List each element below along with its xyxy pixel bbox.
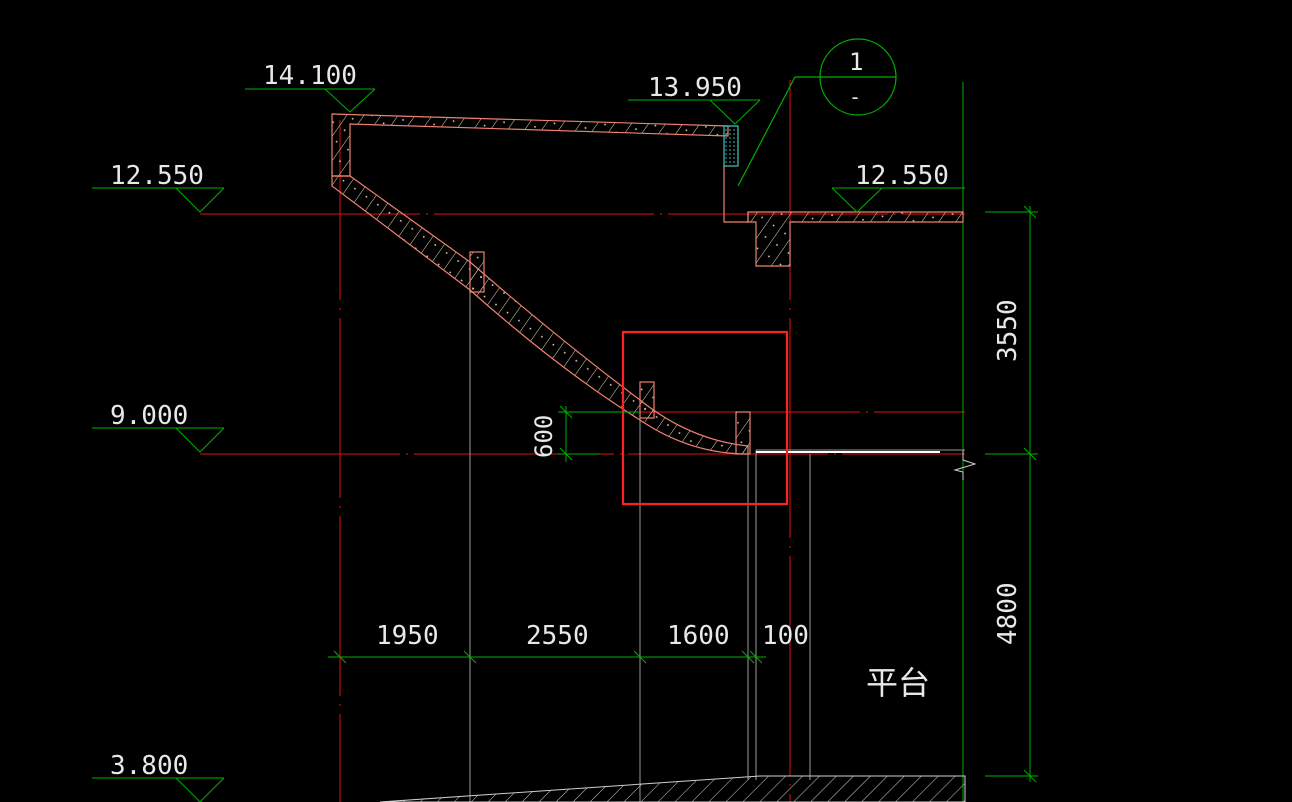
elevation-label-3800: 3.800	[110, 751, 188, 781]
elevation-label-12550-right: 12.550	[855, 161, 949, 191]
local-dimension-600	[558, 405, 640, 462]
floor-slab-right	[747, 211, 964, 267]
elevation-label-9000: 9.000	[110, 401, 188, 431]
dimension-label-100: 100	[762, 621, 809, 651]
highlight-box[interactable]	[621, 330, 789, 506]
detail-callout[interactable]	[737, 38, 897, 187]
ground-hatch	[379, 775, 966, 802]
detail-callout-leader	[737, 76, 820, 187]
elevation-marker-14100	[245, 88, 376, 113]
column-lines	[469, 280, 965, 802]
elevation-marker-9000	[92, 427, 225, 453]
elevation-marker-13950	[628, 99, 761, 125]
elevation-label-13950: 13.950	[648, 73, 742, 103]
horizontal-dimension-chain	[328, 650, 766, 664]
dimension-label-3550: 3550	[993, 299, 1023, 362]
detail-callout-number: 1	[849, 48, 863, 76]
elevation-label-12550-left: 12.550	[110, 161, 204, 191]
dimension-label-1950: 1950	[376, 621, 439, 651]
roof-slab	[331, 113, 729, 177]
break-symbol	[953, 450, 977, 480]
elevation-marker-12550-left	[92, 187, 225, 213]
elevation-label-14100: 14.100	[263, 61, 357, 91]
gutter-wall	[723, 125, 739, 167]
canopy-structure	[331, 113, 964, 455]
vertical-dimension-chain	[985, 205, 1038, 783]
room-label-platform: 平台	[866, 664, 930, 702]
dimension-label-4800: 4800	[993, 582, 1023, 645]
detail-callout-sheet: -	[849, 85, 861, 109]
dimension-label-600: 600	[530, 415, 558, 458]
dimension-label-1600: 1600	[667, 621, 730, 651]
canopy-rib-2	[639, 381, 655, 419]
canopy-rib-1	[469, 251, 485, 293]
gutter-end-block	[735, 411, 751, 455]
dimension-label-2550: 2550	[526, 621, 589, 651]
elevation-marker-12550-right	[831, 187, 965, 213]
elevation-marker-3800	[92, 777, 225, 802]
elevation-markers	[92, 88, 965, 802]
